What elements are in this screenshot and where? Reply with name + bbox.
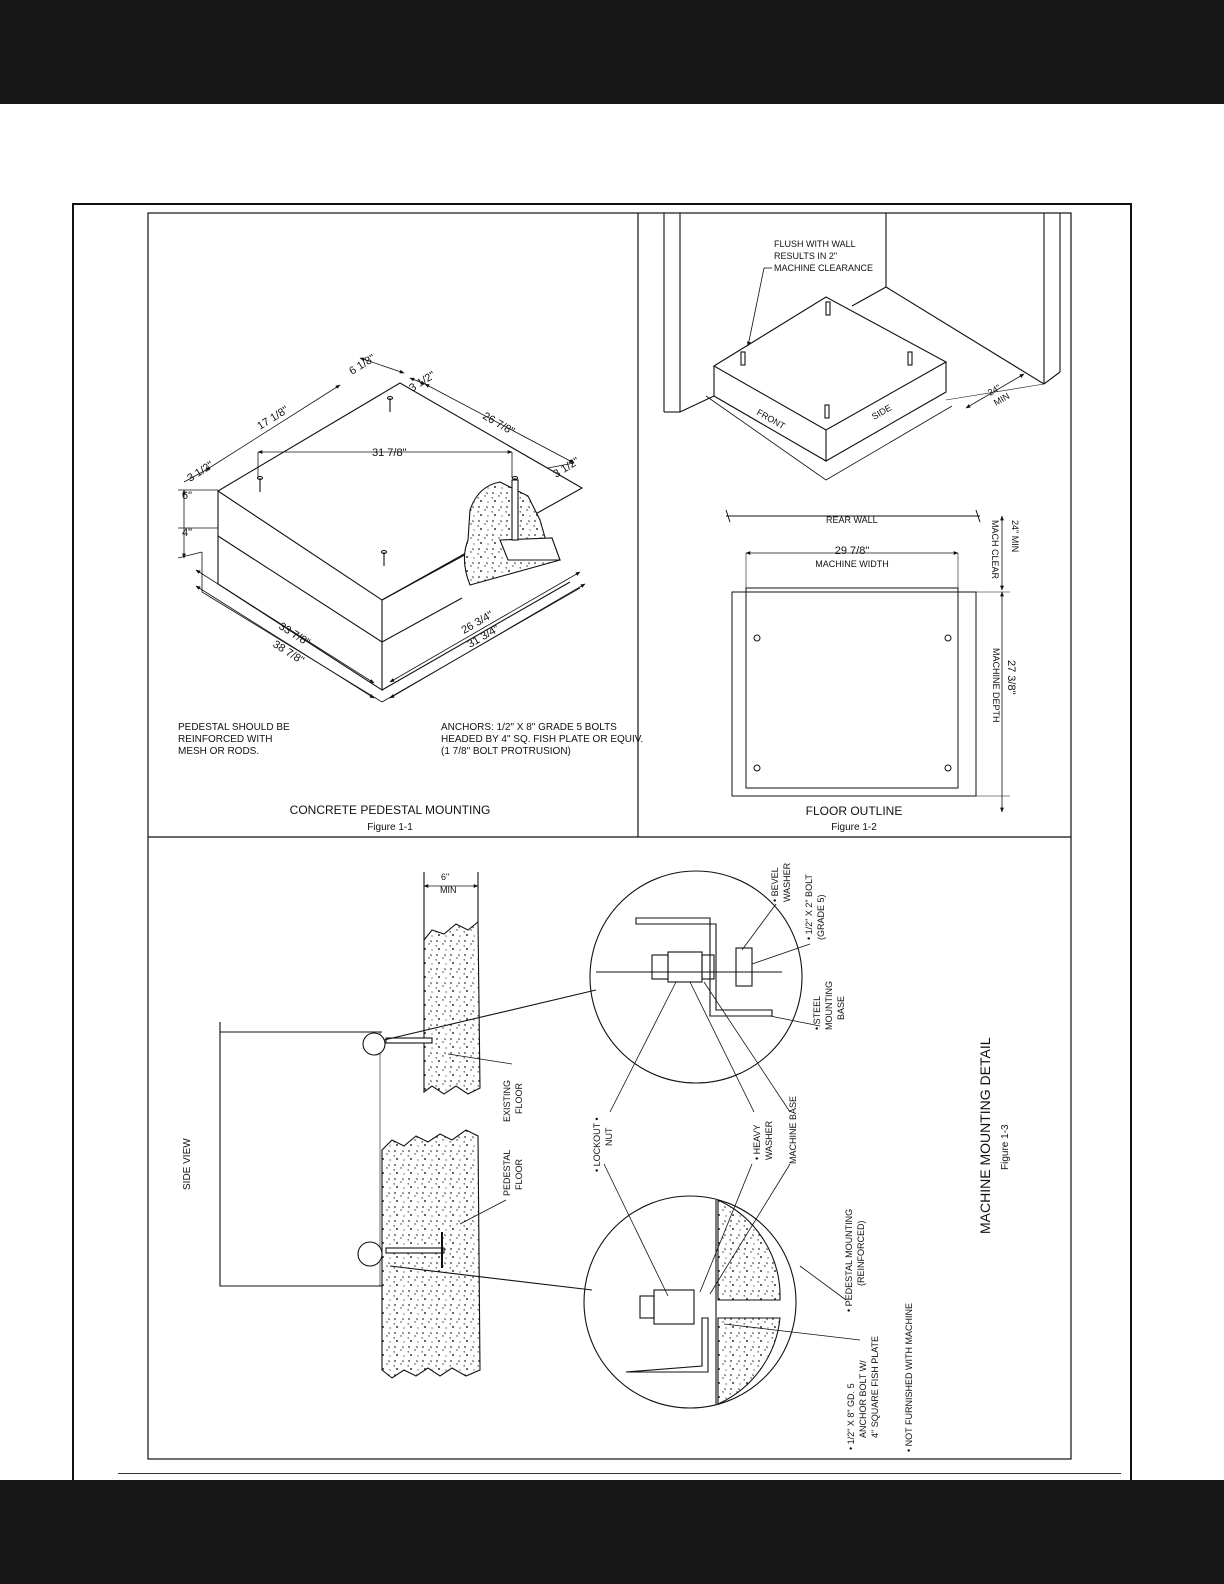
width-value: 29 7/8" xyxy=(835,545,870,557)
steel-base-1: • STEEL xyxy=(812,996,822,1030)
existing-floor-2: FLOOR xyxy=(514,1082,524,1114)
dim-3-1-2-left: 3 1/2" xyxy=(185,459,215,484)
dim-6-1-8: 6 1/8" xyxy=(347,352,377,377)
side-view-label: SIDE VIEW xyxy=(182,1138,193,1190)
lockout-nut-2: NUT xyxy=(604,1127,614,1146)
existing-floor-1: EXISTING xyxy=(502,1080,512,1122)
floor-pedestal-iso xyxy=(705,267,1025,481)
not-furnished-note: • NOT FURNISHED WITH MACHINE xyxy=(904,1303,914,1452)
heavy-washer-1: • HEAVY xyxy=(752,1125,762,1161)
dim-4: 4" xyxy=(182,527,192,539)
pedestal-mounting-1: • PEDESTAL MOUNTING xyxy=(844,1209,854,1312)
depth-value: 27 3/8" xyxy=(1005,660,1017,695)
pedestal-floor-1: PEDESTAL xyxy=(502,1150,512,1196)
dim-31-7-8: 31 7/8" xyxy=(372,447,407,459)
page-frame xyxy=(72,203,1132,1480)
lockout-nut-1: • LOCKOUT • xyxy=(592,1117,602,1172)
note-left-line-1: PEDESTAL SHOULD BE xyxy=(178,722,290,733)
dim-3-1-2-top: 3 1/2" xyxy=(407,369,437,394)
anchor-bolt-2: ANCHOR BOLT W/ xyxy=(858,1360,868,1438)
note-right-line-2: HEADED BY 4" SQ. FISH PLATE OR EQUIV. xyxy=(441,734,643,745)
fig1-title: CONCRETE PEDESTAL MOUNTING xyxy=(290,803,491,817)
pedestal-floor-2: FLOOR xyxy=(514,1158,524,1190)
flush-note-1: FLUSH WITH WALL xyxy=(774,239,856,249)
rear-wall-label: REAR WALL xyxy=(826,515,878,525)
fig3-caption: Figure 1-3 xyxy=(1000,1124,1011,1170)
bevel-washer-2: WASHER xyxy=(782,862,792,902)
fig2-caption: Figure 1-2 xyxy=(831,822,877,833)
fig2-title: FLOOR OUTLINE xyxy=(806,804,903,818)
bolt-label-1: • 1/2" X 2" BOLT xyxy=(804,874,814,940)
detail-circle-top xyxy=(383,870,803,1084)
note-left-line-2: REINFORCED WITH xyxy=(178,734,272,745)
top-black-bar xyxy=(0,0,1224,104)
bottom-black-bar xyxy=(0,1480,1224,1584)
pedestal-dimension-lines xyxy=(177,357,586,699)
detail-labels: 6" MIN SIDE VIEW EXISTING FLOOR PEDESTAL… xyxy=(182,862,1011,1452)
clear-value: 24" MIN xyxy=(1010,520,1020,552)
depth-label: MACHINE DEPTH xyxy=(991,648,1001,723)
fig3-title: MACHINE MOUNTING DETAIL xyxy=(977,1037,993,1234)
anchor-bolt-3: 4" SQUARE FISH PLATE xyxy=(870,1336,880,1438)
side-label: SIDE xyxy=(870,403,893,422)
footer-rule xyxy=(118,1473,1121,1474)
bevel-washer-1: • BEVEL xyxy=(770,867,780,902)
detail-leaders xyxy=(447,903,861,1341)
front-label: FRONT xyxy=(755,407,787,431)
floor-outline-labels: REAR WALL 29 7/8" MACHINE WIDTH 24" MIN … xyxy=(815,515,1020,723)
note-left-line-3: MESH OR RODS. xyxy=(178,746,259,757)
pedestal-isometric xyxy=(201,382,584,703)
machine-base-label: MACHINE BASE xyxy=(788,1096,798,1164)
dim-17-1-8: 17 1/8" xyxy=(255,404,291,433)
dim-6: 6" xyxy=(182,490,192,502)
side-view-floors xyxy=(219,872,481,1379)
steel-base-3: BASE xyxy=(836,996,846,1020)
min-6-word: MIN xyxy=(440,885,457,895)
pedestal-notes: PEDESTAL SHOULD BE REINFORCED WITH MESH … xyxy=(178,722,643,757)
detail-circle-bottom xyxy=(389,1195,797,1409)
pedestal-mounting-2: (REINFORCED) xyxy=(856,1221,866,1287)
anchor-bolt-1: • 1/2" X 8" GD. 5 xyxy=(846,1383,856,1450)
floor-outline-plan xyxy=(725,509,1010,813)
heavy-washer-2: WASHER xyxy=(764,1120,774,1160)
fig1-caption: Figure 1-1 xyxy=(367,822,413,833)
note-right-line-3: (1 7/8" BOLT PROTRUSION) xyxy=(441,746,571,757)
clear-label: MACH CLEAR xyxy=(990,520,1000,580)
steel-base-2: MOUNTING xyxy=(824,981,834,1030)
flush-note-2: RESULTS IN 2" xyxy=(774,251,837,261)
width-label: MACHINE WIDTH xyxy=(815,559,889,569)
min-6-value: 6" xyxy=(441,872,449,882)
bolt-label-2: (GRADE 5) xyxy=(816,894,826,940)
drawing-border xyxy=(147,212,1072,1460)
corner-walls xyxy=(663,213,1061,413)
note-right-line-1: ANCHORS: 1/2" X 8" GRADE 5 BOLTS xyxy=(441,722,617,733)
flush-note-3: MACHINE CLEARANCE xyxy=(774,263,873,273)
